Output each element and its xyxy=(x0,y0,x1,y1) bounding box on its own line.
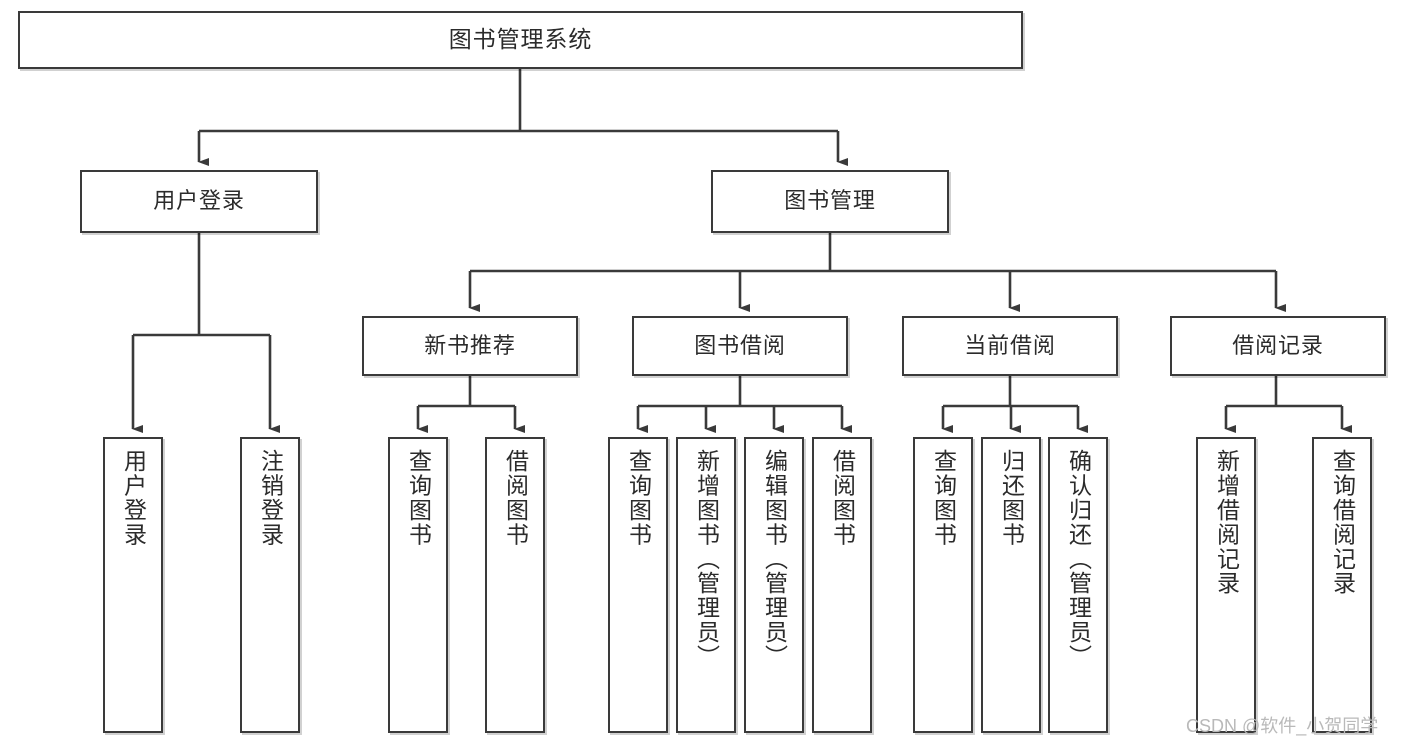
node-current-borrow[interactable]: 当前借阅 xyxy=(902,316,1118,376)
node-leaf-borrow-book-1[interactable]: 借阅图书 xyxy=(485,437,545,733)
node-leaf-add-book[interactable]: 新增图书（管理员） xyxy=(676,437,736,733)
node-leaf-borrow-book-2-label: 借阅图书 xyxy=(829,449,856,547)
node-leaf-user-logout[interactable]: 注销登录 xyxy=(240,437,300,733)
node-current-borrow-label: 当前借阅 xyxy=(964,332,1056,358)
node-user-login[interactable]: 用户登录 xyxy=(80,170,318,233)
node-leaf-add-book-label: 新增图书（管理员） xyxy=(693,449,720,669)
node-leaf-return-book[interactable]: 归还图书 xyxy=(981,437,1041,733)
node-new-book-recommend-label: 新书推荐 xyxy=(424,332,516,358)
node-leaf-user-login-label: 用户登录 xyxy=(120,449,147,547)
node-leaf-add-record-label: 新增借阅记录 xyxy=(1213,449,1240,596)
node-root[interactable]: 图书管理系统 xyxy=(18,11,1023,69)
node-leaf-query-book-3[interactable]: 查询图书 xyxy=(913,437,973,733)
node-user-login-label: 用户登录 xyxy=(153,188,245,214)
node-new-book-recommend[interactable]: 新书推荐 xyxy=(362,316,578,376)
node-borrow-record[interactable]: 借阅记录 xyxy=(1170,316,1386,376)
node-leaf-query-book-3-label: 查询图书 xyxy=(930,449,957,547)
node-leaf-user-logout-label: 注销登录 xyxy=(257,449,284,547)
node-leaf-add-record[interactable]: 新增借阅记录 xyxy=(1196,437,1256,733)
node-leaf-borrow-book-2[interactable]: 借阅图书 xyxy=(812,437,872,733)
node-leaf-borrow-book-1-label: 借阅图书 xyxy=(502,449,529,547)
node-leaf-query-book-2-label: 查询图书 xyxy=(625,449,652,547)
node-leaf-user-login[interactable]: 用户登录 xyxy=(103,437,163,733)
node-leaf-query-book-1[interactable]: 查询图书 xyxy=(388,437,448,733)
node-book-management-label: 图书管理 xyxy=(784,188,876,214)
node-leaf-query-book-1-label: 查询图书 xyxy=(405,449,432,547)
node-leaf-confirm-return-label: 确认归还（管理员） xyxy=(1065,449,1092,669)
node-borrow-record-label: 借阅记录 xyxy=(1232,332,1324,358)
node-book-borrow-label: 图书借阅 xyxy=(694,332,786,358)
node-leaf-edit-book-label: 编辑图书（管理员） xyxy=(761,449,788,669)
node-leaf-confirm-return[interactable]: 确认归还（管理员） xyxy=(1048,437,1108,733)
node-book-management[interactable]: 图书管理 xyxy=(711,170,949,233)
node-book-borrow[interactable]: 图书借阅 xyxy=(632,316,848,376)
node-leaf-query-record-label: 查询借阅记录 xyxy=(1329,449,1356,596)
node-leaf-query-record[interactable]: 查询借阅记录 xyxy=(1312,437,1372,733)
node-leaf-return-book-label: 归还图书 xyxy=(998,449,1025,547)
node-leaf-query-book-2[interactable]: 查询图书 xyxy=(608,437,668,733)
node-leaf-edit-book[interactable]: 编辑图书（管理员） xyxy=(744,437,804,733)
node-root-label: 图书管理系统 xyxy=(448,26,593,53)
